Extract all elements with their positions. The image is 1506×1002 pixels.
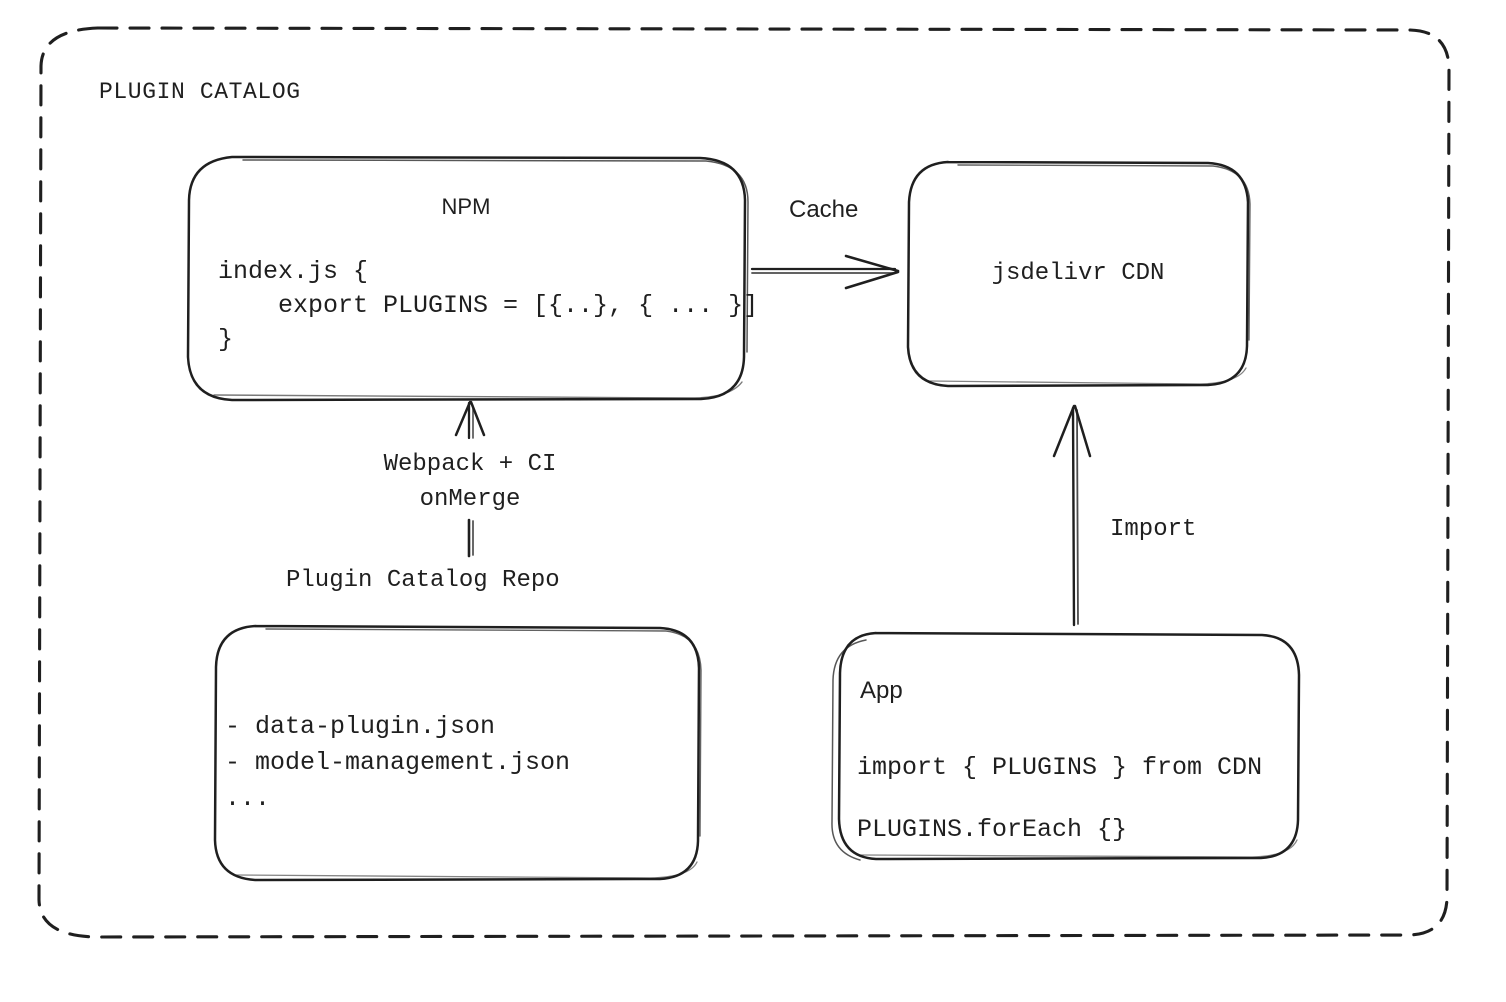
app-node-code: import { PLUGINS } from CDN PLUGINS.forE… — [857, 753, 1263, 844]
repo-node-outline-tertiary — [235, 861, 698, 879]
cache-edge-label: Cache — [789, 196, 859, 223]
webpack-edge-label: Webpack + CI onMerge — [383, 451, 557, 513]
cdn-node-outline-tertiary — [929, 367, 1247, 385]
cdn-node-title: jsdelivr CDN — [991, 260, 1165, 287]
import-arrow — [1052, 404, 1092, 627]
import-edge-label: Import — [1110, 516, 1197, 543]
repo-node-file-list: - data-plugin.json - model-management.js… — [225, 712, 571, 813]
npm-node-code: index.js { export PLUGINS = [{..}, { ...… — [218, 257, 759, 354]
app-node-title: App — [860, 677, 903, 704]
npm-node-outline-tertiary — [213, 381, 743, 399]
frame-title: PLUGIN CATALOG — [99, 79, 301, 105]
cache-arrow — [750, 254, 900, 290]
cdn-node-outline-secondary — [957, 164, 1251, 341]
repo-node-caption: Plugin Catalog Repo — [286, 567, 560, 594]
npm-node-title: NPM — [441, 194, 491, 219]
